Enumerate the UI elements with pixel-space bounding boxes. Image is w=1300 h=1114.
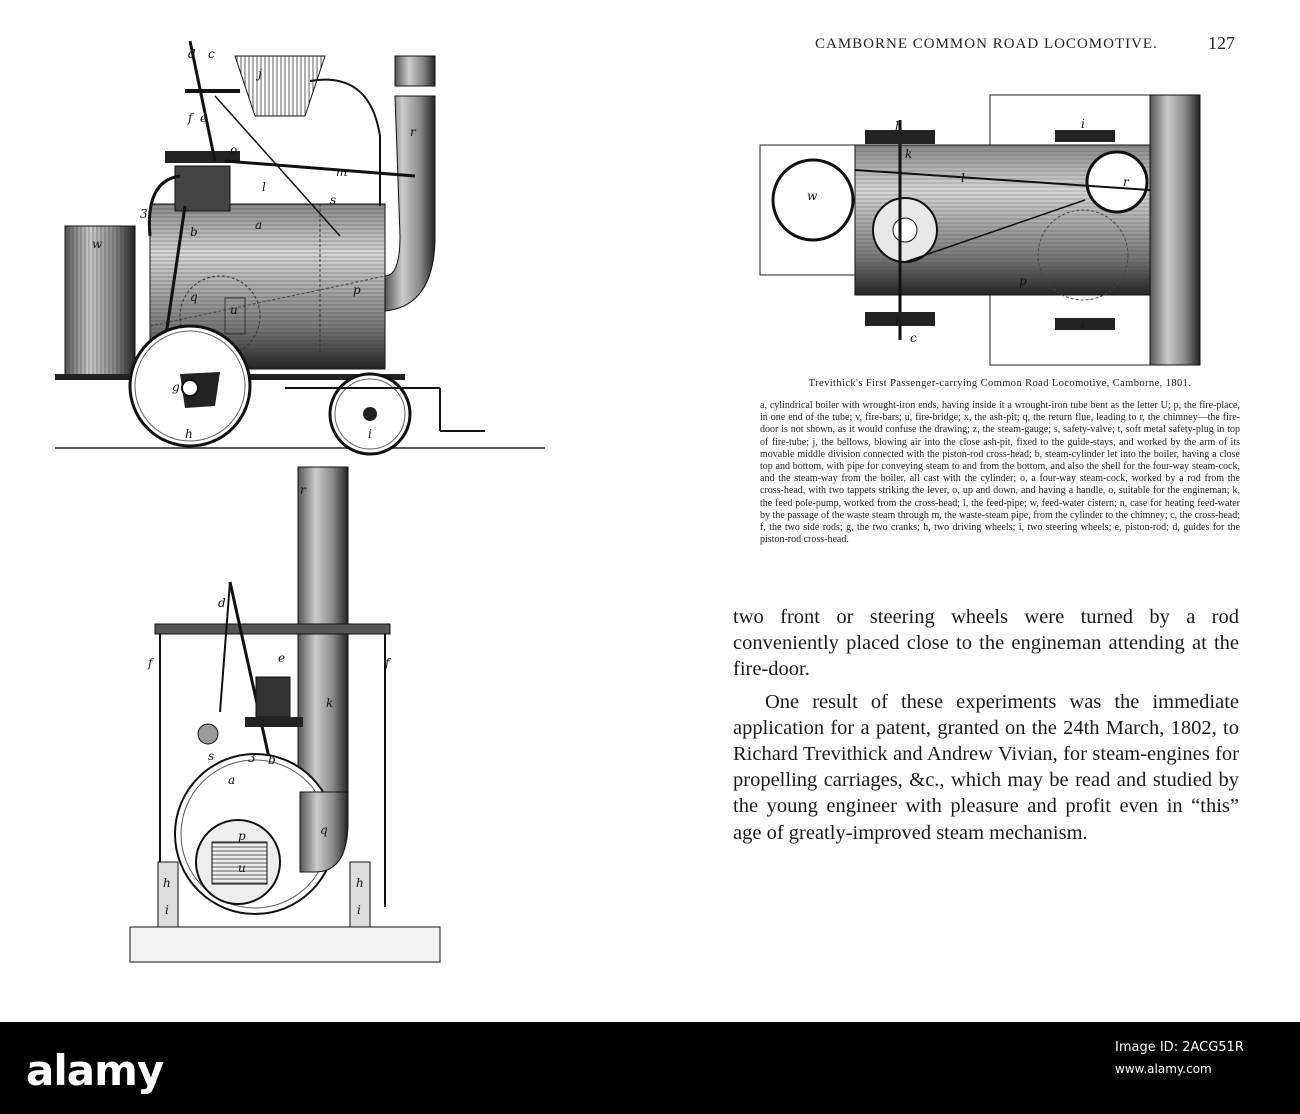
front-label-e: e [278,651,285,665]
locomotive-front-elevation: d r f f e k s 3 b a p u q h h i i [129,466,441,963]
plan-label-w: w [807,189,818,203]
side-label-f: f [187,111,195,125]
side-label-u: u [230,303,238,317]
side-label-c: c [208,47,215,61]
side-label-h: h [185,427,193,441]
locomotive-plan-view: h i k l w r p h c i [759,94,1201,366]
watermark-url: www.alamy.com [1115,1062,1212,1076]
front-label-q: q [320,823,328,837]
side-label-r: r [410,125,417,139]
alamy-logo: alamy [26,1046,164,1095]
front-label-i-right: i [357,903,361,917]
front-label-i-left: i [165,903,169,917]
front-label-b: b [268,753,276,767]
front-label-h-right: h [356,876,364,890]
page-number: 127 [1208,33,1235,53]
side-label-l: l [262,180,266,194]
side-label-i: i [368,427,372,441]
side-label-g: g [172,380,180,394]
book-spread: d c j f e o r m l s 3 w b a q p u g h i [55,33,1240,963]
front-label-3: 3 [248,751,256,765]
side-label-p: p [353,283,361,297]
plan-label-r: r [1123,175,1130,189]
side-label-s: s [330,193,336,207]
plan-label-l: l [961,171,965,185]
plan-label-i-bottom: i [1081,317,1085,331]
side-label-3: 3 [140,207,148,221]
watermark-band [0,1022,1300,1114]
front-label-p: p [238,829,246,843]
side-label-o: o [230,143,237,157]
body-paragraph-1: two front or steering wheels were turned… [733,606,1239,681]
plan-label-p: p [1019,274,1027,288]
running-head: CAMBORNE COMMON ROAD LOCOMOTIVE. [815,36,1158,52]
plan-label-i-top: i [1081,117,1085,131]
front-label-s: s [208,749,214,763]
locomotive-side-elevation: d c j f e o r m l s 3 w b a q p u g h i [55,40,545,456]
side-label-d: d [188,47,196,61]
front-label-h-left: h [163,876,171,890]
front-label-a: a [228,773,235,787]
side-label-b: b [190,225,198,239]
body-paragraph-2: One result of these experiments was the … [733,690,1239,844]
plan-label-c: c [910,331,917,345]
plan-label-h-top: h [895,119,903,133]
plan-label-h-bottom: h [895,315,903,329]
front-label-f-left: f [147,656,155,670]
front-label-f-right: f [384,656,392,670]
figure-caption: Trevithick's First Passenger-carrying Co… [808,378,1192,389]
side-label-w: w [92,237,103,251]
watermark-image-id: Image ID: 2ACG51R [1115,1040,1244,1055]
front-label-k: k [326,696,333,710]
front-label-d: d [218,596,226,610]
front-label-r: r [300,483,307,497]
side-label-j: j [255,67,262,81]
plan-label-k: k [905,147,912,161]
figure-key-text: a, cylindrical boiler with wrought-iron … [760,400,1240,546]
body-text: two front or steering wheels were turned… [733,604,1239,852]
front-label-u: u [238,861,246,875]
side-label-q: q [190,290,198,304]
side-label-e: e [200,111,207,125]
side-label-a: a [255,218,262,232]
side-label-m: m [336,165,347,179]
